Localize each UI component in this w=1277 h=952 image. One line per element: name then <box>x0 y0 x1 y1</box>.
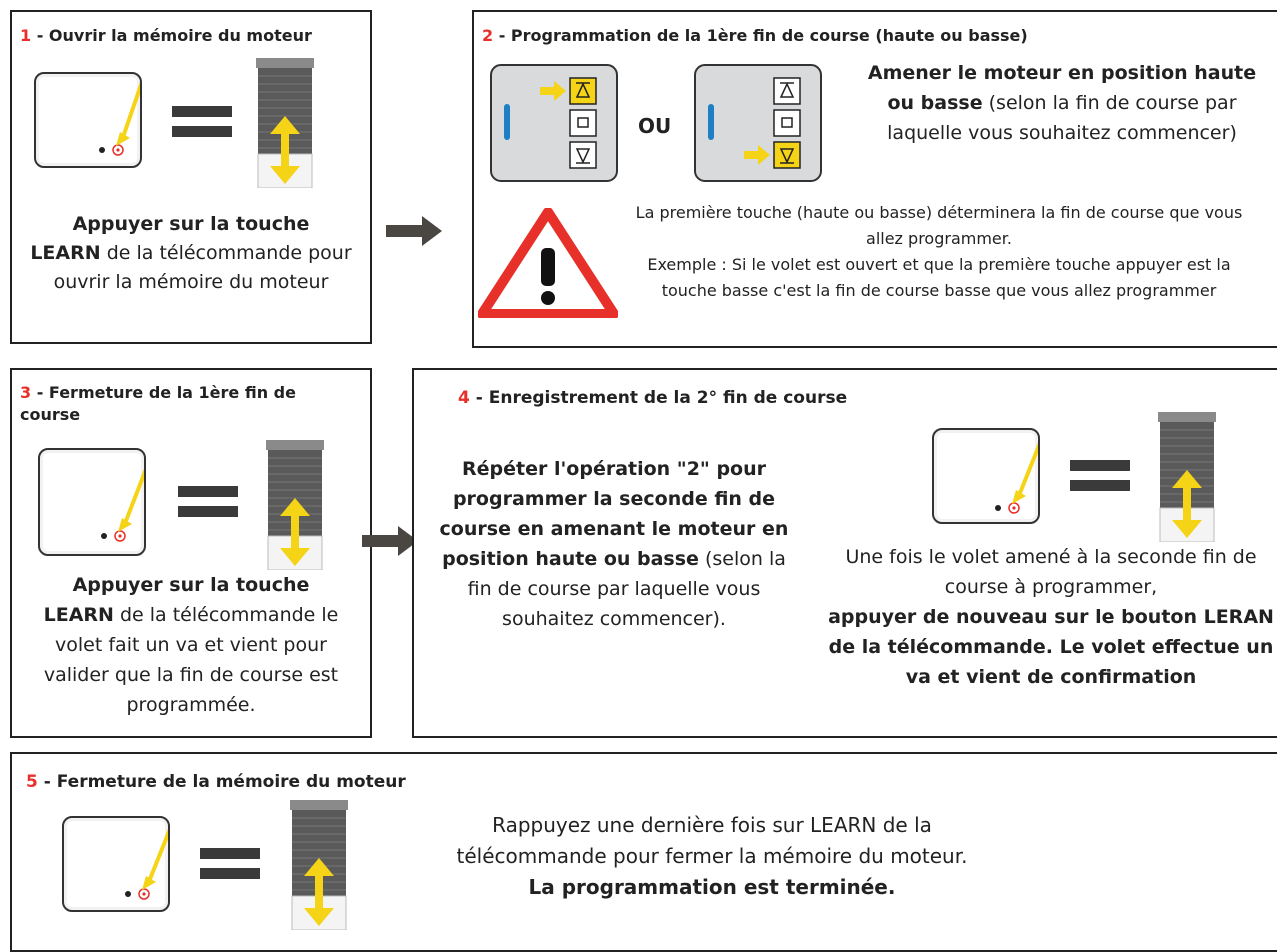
equals-icon <box>200 846 260 882</box>
shutter-updown-icon <box>1158 412 1216 542</box>
step5-title: 5 - Fermeture de la mémoire du moteur <box>26 772 406 792</box>
step4-panel: 4 - Enregistrement de la 2° fin de cours… <box>412 368 1277 738</box>
step5-panel: 5 - Fermeture de la mémoire du moteur Ra… <box>10 752 1277 952</box>
step1-title: 1 - Ouvrir la mémoire du moteur <box>20 26 312 45</box>
step3-description: Appuyer sur la touche LEARN de la téléco… <box>43 574 339 716</box>
step2-title: 2 - Programmation de la 1ère fin de cour… <box>482 26 1028 45</box>
remote-icon <box>38 448 146 556</box>
equals-icon <box>178 484 238 520</box>
step3-panel: 3 - Fermeture de la 1ère fin de course A… <box>10 368 372 738</box>
step4-right-text: Une fois le volet amené à la seconde fin… <box>828 546 1274 688</box>
learn-button-icon <box>125 828 168 900</box>
step1-panel: 1 - Ouvrir la mémoire du moteur Appuyer … <box>10 10 372 344</box>
warning-icon <box>478 208 618 318</box>
shutter-icon <box>256 58 314 188</box>
remote-icon <box>62 816 170 912</box>
shutter-icon <box>290 800 348 930</box>
equals-icon <box>1070 458 1130 494</box>
step3-title: 3 - Fermeture de la 1ère fin de course <box>20 383 296 424</box>
step1-description: Appuyer sur la touche LEARN de la téléco… <box>30 213 352 293</box>
step2-warning: La première touche (haute ou basse) déte… <box>635 203 1243 300</box>
step5-description: Rappuyez une dernière fois sur LEARN de … <box>456 813 968 899</box>
keypad-up-highlighted-icon <box>490 64 618 182</box>
shutter-updown-icon <box>290 800 348 930</box>
connector-arrow-icon <box>386 216 444 246</box>
shutter-icon <box>266 440 324 570</box>
step2-instruction: Amener le moteur en position haute ou ba… <box>867 62 1257 144</box>
learn-button-icon <box>99 81 140 156</box>
connector-arrow-icon <box>362 526 420 556</box>
shutter-icon <box>1158 412 1216 542</box>
or-label: OU <box>638 114 672 138</box>
learn-button-icon <box>995 442 1038 514</box>
remote-icon <box>34 72 142 168</box>
step4-left-text: Répéter l'opération "2" pour programmer … <box>439 458 789 630</box>
shutter-updown-icon <box>256 58 314 188</box>
step4-title: 4 - Enregistrement de la 2° fin de cours… <box>458 388 848 408</box>
learn-button-icon <box>101 468 144 542</box>
shutter-updown-icon <box>266 440 324 570</box>
keypad-down-highlighted-icon <box>694 64 822 182</box>
equals-icon <box>172 104 232 140</box>
step2-panel: 2 - Programmation de la 1ère fin de cour… <box>472 10 1277 348</box>
remote-icon <box>932 428 1040 524</box>
